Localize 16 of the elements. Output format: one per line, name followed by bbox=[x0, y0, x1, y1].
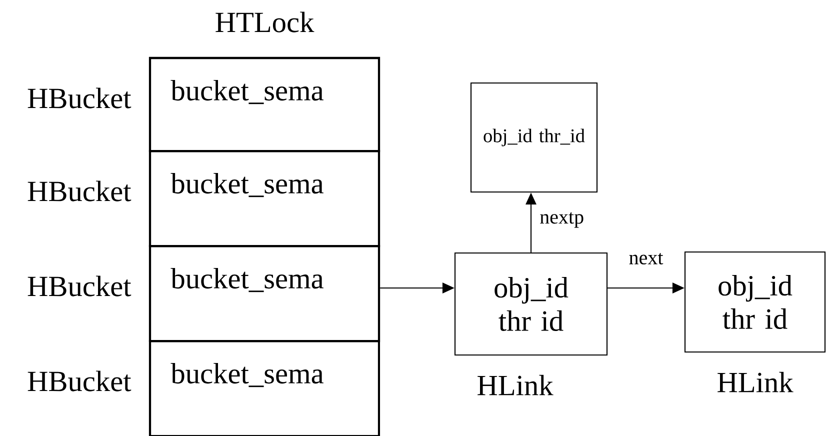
bucket-cell: bucket_sema bbox=[148, 340, 380, 436]
box-caption: HLink bbox=[478, 374, 554, 396]
bucket-cell: bucket_sema bbox=[148, 244, 380, 342]
side-label: HBucket bbox=[28, 276, 132, 296]
box-title: HTLock bbox=[216, 12, 314, 32]
side-label: HBucket bbox=[28, 180, 132, 202]
side-label: HBucket bbox=[28, 370, 132, 392]
bucket-cell: bucket_sema bbox=[148, 56, 380, 152]
edge-label: next bbox=[627, 252, 665, 266]
record-box: obj_id thr id bbox=[454, 252, 608, 356]
record-box: obj_id thr id bbox=[684, 251, 826, 353]
record-box: obj_id thr_id bbox=[470, 82, 598, 193]
box-caption: HLink bbox=[718, 372, 794, 392]
side-label: HBucket bbox=[28, 88, 132, 108]
edge-label: nextp bbox=[538, 210, 586, 230]
bucket-cell: bucket_sema bbox=[148, 150, 380, 248]
